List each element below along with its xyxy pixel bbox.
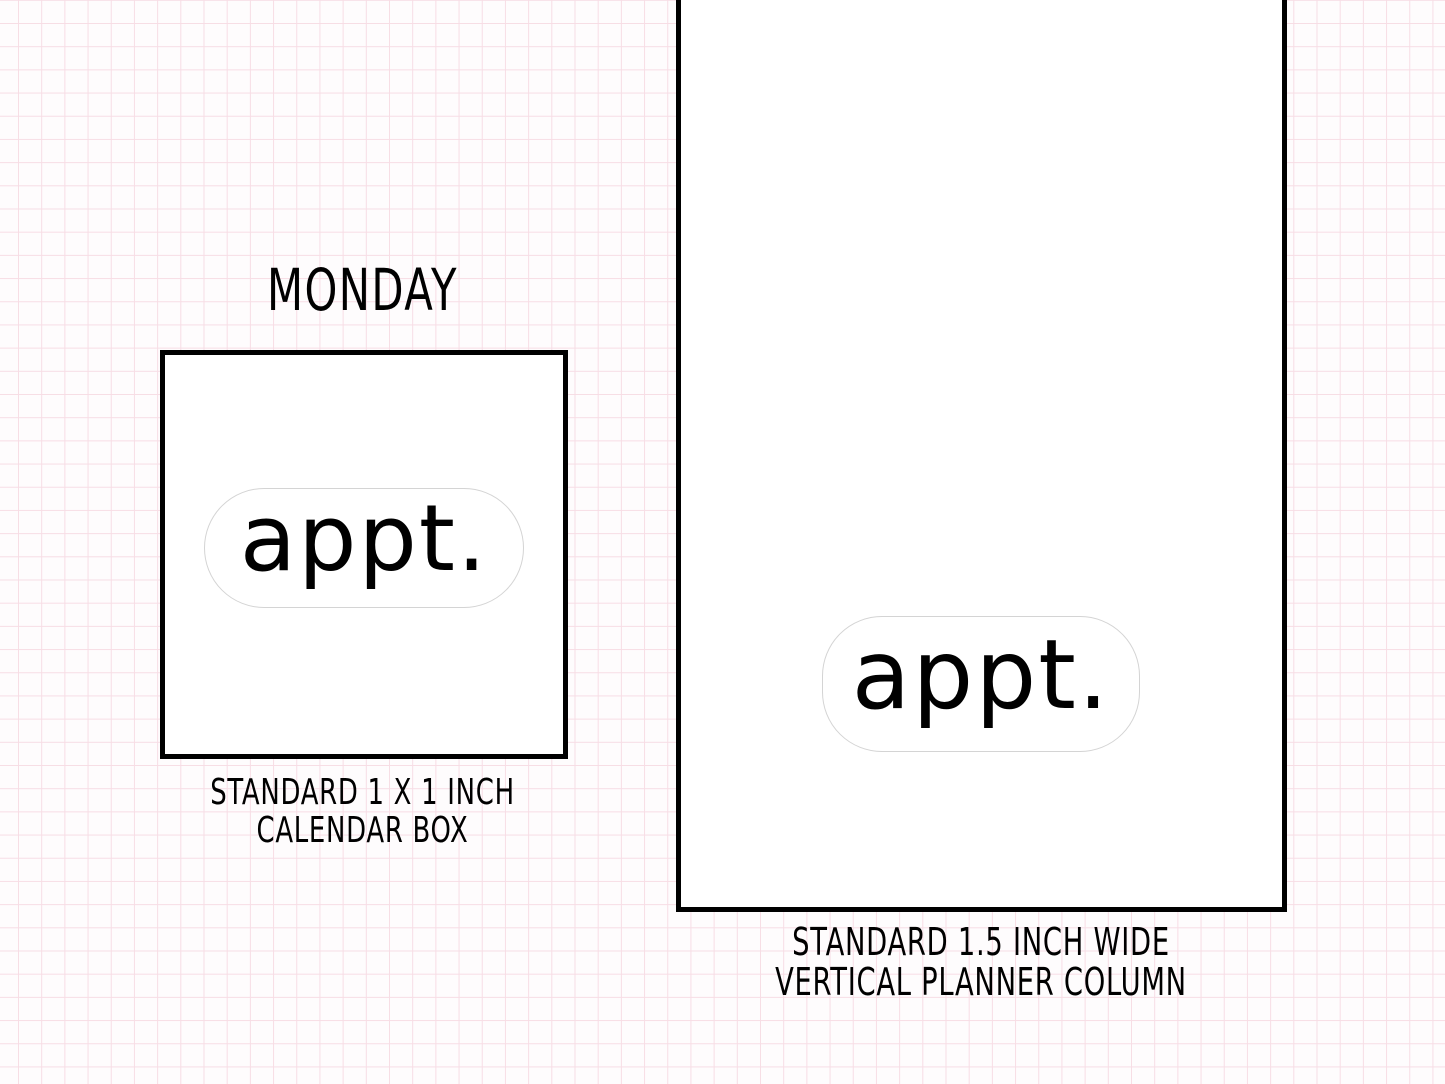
planner-column	[676, 0, 1287, 912]
sticker-text: appt.	[851, 619, 1111, 731]
caption-line-1: Standard 1.5 inch wide	[792, 920, 1170, 964]
caption-line-2: calendar box	[256, 810, 469, 851]
planner-column-caption: Standard 1.5 inch wide vertical planner …	[761, 922, 1200, 1002]
appt-sticker-calendar: appt.	[204, 488, 524, 608]
day-title: Monday	[266, 256, 459, 324]
appt-sticker-planner: appt.	[822, 616, 1140, 752]
sticker-text: appt.	[239, 485, 489, 592]
caption-line-1: Standard 1 x 1 inch	[210, 772, 515, 813]
calendar-box-caption: Standard 1 x 1 inch calendar box	[210, 774, 516, 850]
caption-line-2: vertical planner column	[775, 960, 1187, 1004]
